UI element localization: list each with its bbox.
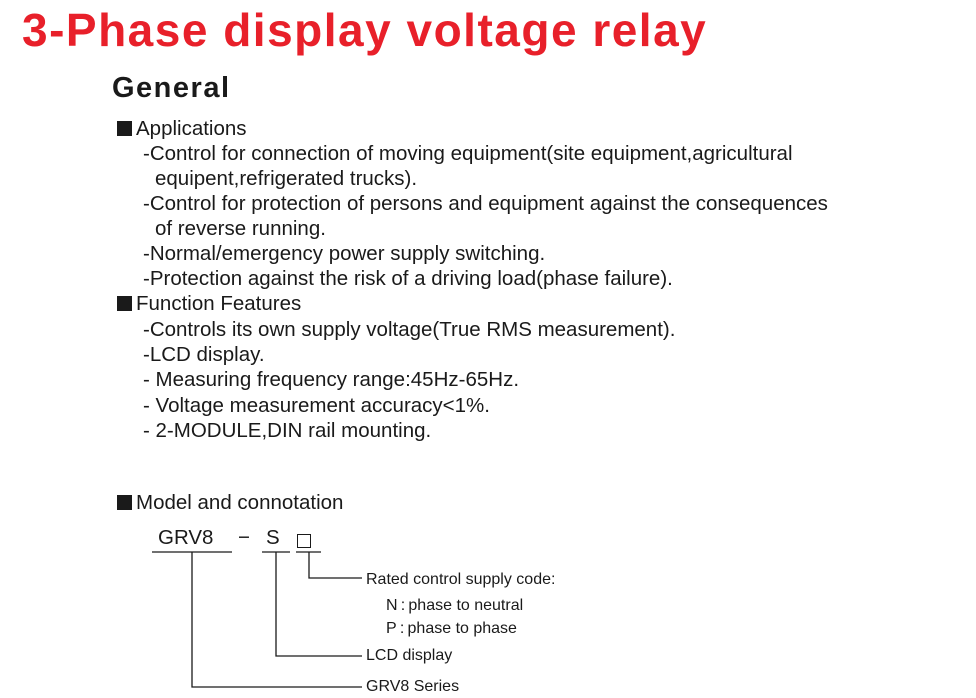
list-item: -Protection against the risk of a drivin…: [143, 267, 673, 290]
option-p-label: P : phase to phase: [386, 620, 517, 637]
supply-code-label: Rated control supply code:: [366, 571, 556, 588]
square-bullet-icon: [117, 296, 132, 311]
square-bullet-icon: [117, 495, 132, 510]
list-item: equipent,refrigerated trucks).: [155, 167, 418, 190]
list-item: -Control for protection of persons and e…: [143, 192, 828, 215]
series-label: GRV8 Series: [366, 678, 460, 695]
page-title: 3-Phase display voltage relay: [22, 4, 708, 56]
list-item: of reverse running.: [155, 217, 326, 240]
square-bullet-icon: [117, 121, 132, 136]
list-item: -Normal/emergency power supply switching…: [143, 242, 546, 265]
list-item: -Controls its own supply voltage(True RM…: [143, 318, 676, 341]
s-code: S: [266, 526, 280, 549]
applications-heading: Applications: [117, 116, 247, 141]
list-item: -Control for connection of moving equipm…: [143, 142, 793, 165]
list-item: - 2-MODULE,DIN rail mounting.: [143, 419, 432, 442]
features-heading: Function Features: [117, 291, 301, 316]
code-dash: −: [238, 526, 250, 549]
supply-code-box-icon: [297, 530, 311, 554]
series-code: GRV8: [158, 526, 214, 549]
list-item: - Voltage measurement accuracy<1%.: [143, 394, 490, 417]
lcd-display-label: LCD display: [366, 647, 453, 664]
model-heading: Model and connotation: [117, 490, 343, 515]
option-n-label: N : phase to neutral: [386, 597, 524, 614]
list-item: -LCD display.: [143, 343, 265, 366]
list-item: - Measuring frequency range:45Hz-65Hz.: [143, 368, 520, 391]
section-heading-general: General: [112, 72, 231, 104]
